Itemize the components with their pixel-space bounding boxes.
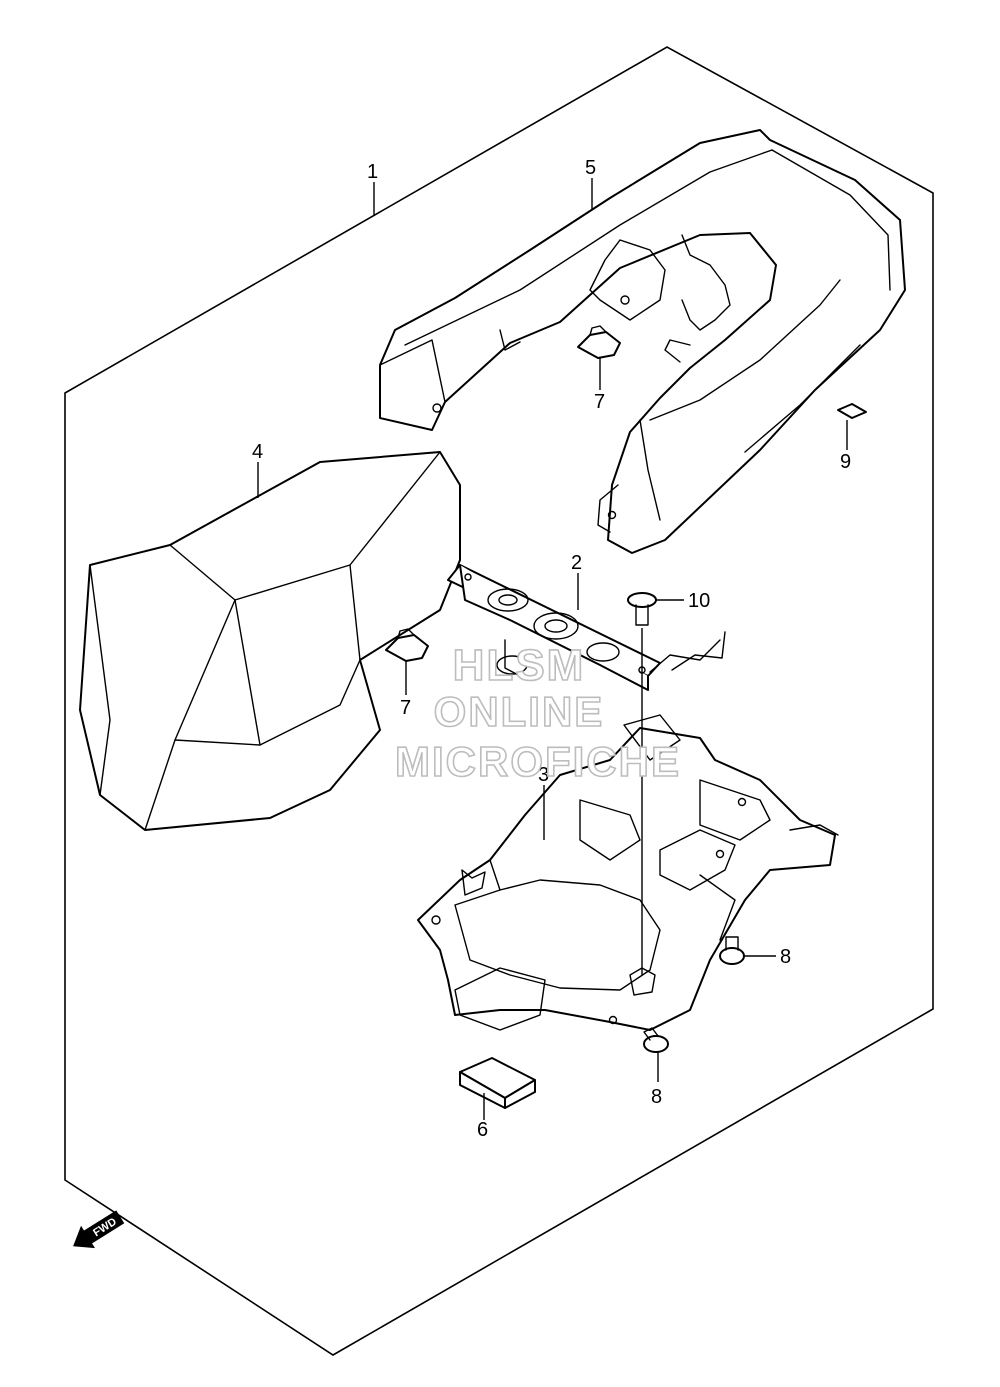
part-8-bolt-right[interactable] [719, 936, 745, 965]
callout-8-lower: 8 [651, 1086, 662, 1108]
part-10-screw[interactable] [627, 592, 657, 626]
callout-4: 4 [252, 441, 263, 463]
assembly-frame [64, 46, 934, 1356]
callout-7-upper: 7 [594, 391, 605, 413]
callout-9: 9 [840, 451, 851, 473]
part-4-seat[interactable] [79, 451, 461, 831]
callout-7-lower: 7 [400, 697, 411, 719]
callout-8-right: 8 [780, 946, 791, 968]
callout-2: 2 [571, 552, 582, 574]
callout-3: 3 [538, 764, 549, 786]
part-7-clip-upper[interactable] [577, 325, 621, 359]
part-2-plate[interactable] [447, 564, 726, 691]
part-6-pad[interactable] [459, 1057, 536, 1109]
watermark-line-1: HLSM [453, 641, 586, 690]
part-3-seat-frame[interactable] [417, 714, 839, 1031]
callout-5: 5 [585, 157, 596, 179]
watermark-line-3: MICROFICHE [395, 738, 681, 785]
part-9-small-pad[interactable] [837, 403, 867, 419]
callout-1: 1 [367, 161, 378, 183]
part-5-tail-cowl[interactable] [379, 129, 906, 554]
part-8-bolt-lower[interactable] [643, 1027, 669, 1053]
watermark-line-2: ONLINE [434, 688, 605, 735]
callout-6: 6 [477, 1119, 488, 1141]
fwd-arrow-icon: FWD [73, 1210, 125, 1249]
callout-10: 10 [688, 590, 710, 612]
